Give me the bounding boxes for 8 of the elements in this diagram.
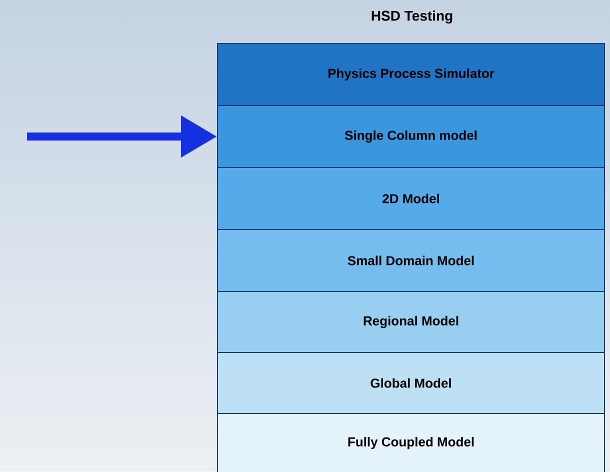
model-box: 2D Model xyxy=(217,167,605,230)
model-box: Regional Model xyxy=(217,291,605,353)
title: HSD Testing xyxy=(372,10,452,24)
model-box: Single Column model xyxy=(217,105,605,168)
model-box: Small Domain Model xyxy=(217,229,605,292)
model-box: Physics Process Simulator xyxy=(217,43,605,106)
model-box: Global Model xyxy=(217,352,605,414)
model-box: Fully Coupled Model xyxy=(217,413,605,472)
